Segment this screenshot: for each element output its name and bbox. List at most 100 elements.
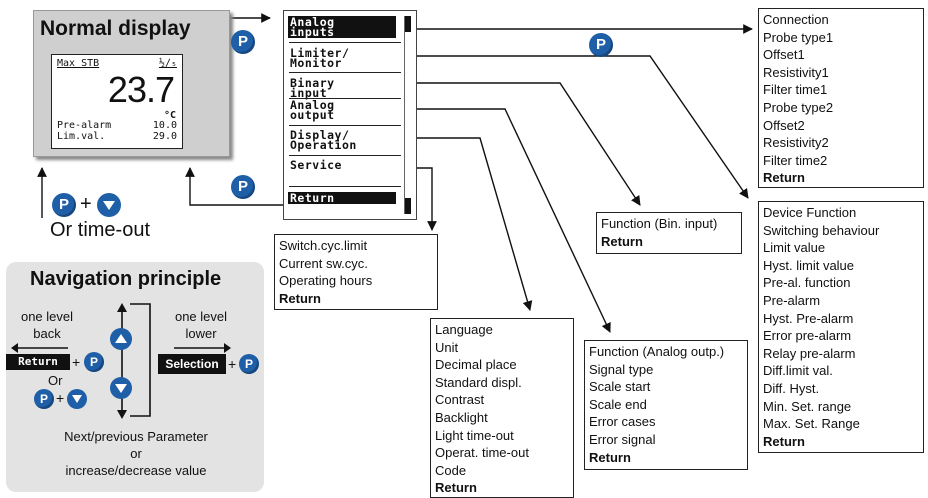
menu-item-binary-input[interactable]: Binary input — [290, 76, 335, 100]
list-item: Error pre-alarm — [763, 328, 852, 344]
arrow-limiter — [410, 55, 749, 199]
menu-divider — [289, 72, 401, 73]
list-item: Code — [435, 462, 467, 478]
list-item: Relay pre-alarm — [763, 345, 856, 361]
list-item: Signal type — [589, 361, 654, 377]
list-item-return: Return — [763, 170, 805, 186]
lcd-status-icon: ½∕₅ — [158, 58, 177, 69]
list-item: Language — [435, 322, 493, 337]
level-lower-text: one level lower — [174, 309, 228, 341]
menu-item-return[interactable]: Return — [288, 192, 396, 204]
menu-item-display-operation[interactable]: Display/ Operation — [290, 128, 357, 152]
list-item: Light time-out — [435, 427, 514, 443]
list-item: Function (Bin. input) — [601, 216, 718, 231]
up-button[interactable] — [110, 328, 132, 350]
list-item: Operating hours — [279, 273, 373, 289]
limiter-list: Device Function Switching behaviour Limi… — [758, 201, 924, 453]
list-item: Pre-al. function — [763, 275, 851, 291]
lcd-prealarm-value: 10.0 — [152, 120, 177, 131]
display-operation-list: Language Unit Decimal place Standard dis… — [430, 318, 574, 498]
arrow-analog-output — [410, 108, 611, 333]
return-key-label[interactable]: Return — [6, 354, 70, 370]
list-item: Offset2 — [763, 117, 805, 133]
menu-scrollbar[interactable] — [404, 16, 411, 214]
list-item: Resistivity2 — [763, 135, 829, 151]
list-item: Diff. Hyst. — [763, 380, 820, 396]
list-item-return: Return — [589, 449, 631, 465]
list-item: Current sw.cyc. — [279, 255, 368, 271]
lcd-limval-value: 29.0 — [152, 131, 177, 142]
down-button-timeout[interactable] — [97, 193, 121, 217]
lcd-row-limval: Lim.val. 29.0 — [57, 132, 177, 142]
list-item-return: Return — [763, 433, 805, 449]
normal-display-title: Normal display — [40, 17, 191, 40]
arrow-display-operation — [410, 137, 533, 311]
arrow-return-to-display — [185, 167, 290, 206]
list-item: Switch.cyc.limit — [279, 238, 368, 253]
list-item: Probe type2 — [763, 99, 834, 115]
menu-scroll-thumb-bottom[interactable] — [405, 198, 411, 214]
navigation-panel: Navigation principle one level back one … — [6, 262, 264, 492]
menu-item-service[interactable]: Service — [290, 158, 342, 172]
p-button-to-menu[interactable]: P — [231, 30, 255, 54]
list-item: Scale end — [589, 396, 647, 412]
list-item: Diff.limit val. — [763, 363, 833, 379]
p-button-back[interactable]: P — [84, 352, 104, 372]
down-button[interactable] — [110, 377, 132, 399]
list-item: Function (Analog outp.) — [589, 344, 725, 359]
analog-inputs-list: Connection Probe type1 Offset1 Resistivi… — [758, 8, 924, 188]
menu-item-analog-inputs[interactable]: Analog inputs — [288, 16, 396, 38]
list-item-return: Return — [435, 480, 477, 496]
right-arrow-icon — [174, 343, 231, 353]
arrow-binary-input — [410, 82, 641, 206]
selection-key-label[interactable]: Selection — [158, 354, 226, 374]
p-button-submenu[interactable]: P — [589, 33, 613, 57]
list-item: Operat. time-out — [435, 445, 529, 461]
menu-divider — [289, 42, 401, 43]
plus-sign: + — [80, 193, 92, 215]
list-item: Standard displ. — [435, 374, 522, 390]
list-item: Hyst. limit value — [763, 257, 855, 273]
p-button-return[interactable]: P — [231, 175, 255, 199]
p-button-timeout[interactable]: P — [52, 193, 76, 217]
menu-divider — [289, 125, 401, 126]
menu-item-analog-output[interactable]: Analog output — [290, 98, 335, 122]
list-item: Filter time1 — [763, 82, 828, 98]
list-item: Decimal place — [435, 357, 517, 373]
menu-scroll-thumb-top[interactable] — [405, 16, 411, 32]
list-item-return: Return — [279, 290, 321, 306]
list-item: Contrast — [435, 392, 485, 408]
menu-divider — [289, 186, 401, 187]
p-button-alt[interactable]: P — [34, 389, 54, 409]
down-triangle-icon — [115, 384, 127, 393]
normal-display-panel: Normal display Max STB ½∕₅ 23.7 °C Pre-a… — [33, 10, 230, 157]
list-item-return: Return — [601, 233, 643, 249]
plus-sign: + — [228, 356, 237, 372]
list-item: Max. Set. Range — [763, 416, 860, 432]
down-triangle-icon — [103, 201, 115, 210]
menu-divider — [289, 98, 401, 99]
p-button-forward[interactable]: P — [239, 354, 259, 374]
navigation-title: Navigation principle — [30, 268, 222, 290]
list-item: Probe type1 — [763, 29, 834, 45]
plus-sign: + — [72, 354, 81, 370]
lcd-screen: Max STB ½∕₅ 23.7 °C Pre-alarm 10.0 Lim.v… — [51, 54, 183, 149]
next-previous-text: Next/previous Parameter or increase/decr… — [64, 429, 208, 478]
list-item: Min. Set. range — [763, 398, 852, 414]
list-item: Unit — [435, 339, 459, 355]
down-button-alt[interactable] — [67, 389, 87, 409]
menu-item-limiter[interactable]: Limiter/ Monitor — [290, 46, 350, 70]
list-item: Device Function — [763, 205, 857, 220]
timeout-text: Or time-out — [50, 219, 151, 241]
list-item: Limit value — [763, 240, 826, 256]
service-list: Switch.cyc.limit Current sw.cyc. Operati… — [274, 234, 438, 310]
menu-panel: Analog inputs Limiter/ Monitor Binary in… — [283, 10, 417, 220]
list-item: Hyst. Pre-alarm — [763, 310, 854, 326]
list-item: Switching behaviour — [763, 222, 880, 238]
up-down-bracket — [117, 303, 151, 419]
analog-output-list: Function (Analog outp.) Signal type Scal… — [584, 340, 748, 470]
plus-sign: + — [56, 390, 65, 406]
list-item: Pre-alarm — [763, 292, 821, 308]
level-back-text: one level back — [20, 309, 74, 341]
down-triangle-icon — [72, 395, 82, 403]
